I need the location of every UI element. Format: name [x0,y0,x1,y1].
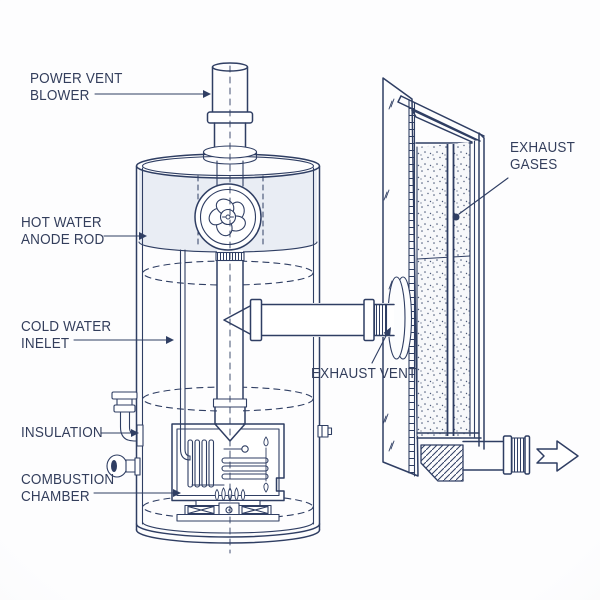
label-cold-water-inlet: COLD WATER INELET [21,318,112,352]
side-stub-fitting [317,424,333,438]
label-hot-water-anode-rod: HOT WATER ANODE ROD [21,214,105,248]
tank-inner-wall [141,167,315,525]
wall-vent-pipe [446,144,455,436]
wall-stud [408,99,416,477]
label-exhaust-gases: EXHAUST GASES [510,139,576,173]
burner-flames [214,487,246,502]
label-power-vent-blower: POWER VENT BLOWER [30,70,123,104]
vent-termination [462,435,531,475]
vent-ribbed-collar [373,303,388,337]
wall-outer-edge [478,132,485,450]
label-combustion-chamber: COMBUSTION CHAMBER [21,471,115,505]
vent-cone [223,304,252,336]
airflow-arrow-icon [536,440,579,472]
wall-surface-marks [382,98,395,452]
wall-sill [420,444,464,482]
heat-exchanger-fins [187,439,225,488]
escutcheon-plate [387,276,413,360]
label-exhaust-vent: EXHAUST VENT [311,365,417,382]
stack-base-flange [202,151,258,165]
vent-flange-left [249,298,263,342]
heat-exchanger-tubes [221,445,269,480]
cold-water-dip-tube [179,249,191,461]
exhaust-vent-pipe [223,298,395,342]
burner-assembly [176,499,280,522]
wall-bottom-plate [416,432,482,439]
circulation-arrows [263,436,269,493]
wall-insulation-fill [417,142,470,436]
tp-relief-valve [111,391,144,447]
wall-cavity-lines [416,140,476,438]
blower-fan-icon [194,183,262,251]
vent-flange-right [363,298,375,342]
drain-valve [106,454,141,478]
label-insulation: INSULATION [21,424,103,441]
combustion-chamber [171,423,285,522]
leader-lines [73,90,509,497]
wall-divider [416,255,471,260]
power-vent-stack [202,62,258,187]
